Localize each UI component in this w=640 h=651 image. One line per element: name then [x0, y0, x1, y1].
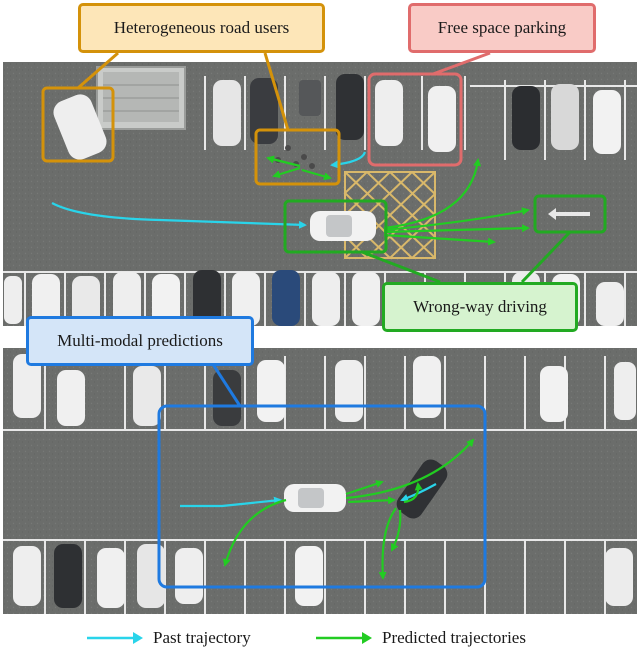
predicted-trajectory-path: [383, 224, 530, 234]
label-multi-modal-predictions: Multi-modal predictions: [26, 316, 254, 366]
predicted-trajectory-path: [391, 509, 402, 552]
pedestrian-highlight-box: [254, 128, 341, 186]
label-heterogeneous-road-users: Heterogeneous road users: [78, 3, 325, 53]
past-trajectory-path: [51, 202, 307, 229]
predicted-trajectory-path: [301, 168, 332, 181]
predicted-trajectory-path: [383, 207, 530, 232]
bottom-aerial-panel: [3, 348, 637, 614]
legend-predicted-label: Predicted trajectories: [382, 628, 526, 647]
free-space-highlight-box: [367, 72, 463, 167]
legend-predicted-trajectories: Predicted trajectories: [314, 626, 526, 650]
past-trajectory-path: [180, 496, 282, 508]
predicted-trajectory-path: [345, 438, 475, 500]
label-wrong-way-driving: Wrong-way driving: [382, 282, 578, 332]
wrong-way-car-box: [283, 199, 388, 254]
legend-past-trajectory: Past trajectory: [85, 626, 251, 650]
predicted-trajectory-path: [266, 155, 301, 168]
predicted-trajectory-path: [403, 482, 423, 504]
cyan-arrow-icon: [87, 632, 143, 644]
multi-modal-box: [157, 404, 487, 589]
predicted-trajectory-path: [378, 507, 397, 580]
predicted-trajectory-path: [222, 498, 287, 567]
predicted-trajectory-path: [345, 480, 384, 496]
car-highlight-box: [41, 86, 115, 163]
legend-past-label: Past trajectory: [153, 628, 251, 647]
predicted-trajectory-path: [272, 166, 301, 179]
predicted-trajectory-path: [383, 233, 496, 246]
highlight-boxes: [41, 51, 607, 589]
label-free-space-parking: Free space parking: [408, 3, 596, 53]
trajectories: [51, 151, 530, 580]
past-trajectory-path: [330, 151, 367, 169]
predicted-trajectory-path: [383, 158, 482, 230]
green-arrow-icon: [316, 632, 372, 644]
direction-arrow-box: [533, 194, 607, 234]
predicted-trajectory-path: [347, 496, 396, 505]
legend: Past trajectory Predicted trajectories: [0, 626, 640, 650]
